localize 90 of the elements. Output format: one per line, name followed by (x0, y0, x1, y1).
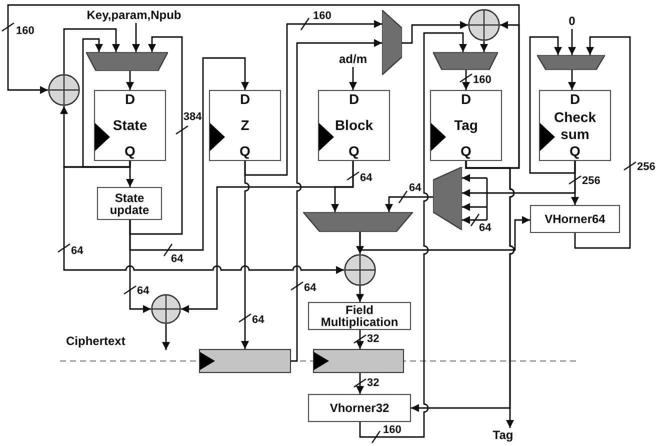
signal-arrow (574, 36, 631, 249)
signal-arrow (385, 196, 433, 212)
signal-arrow (359, 32, 467, 438)
register-name: Block (334, 117, 374, 134)
signal-arrow (63, 161, 344, 274)
signal-arrow (462, 70, 470, 90)
box-label: State update (108, 192, 150, 216)
pin-label: D (240, 91, 250, 108)
signal-arrow (129, 36, 183, 235)
pin-label: Q (240, 143, 250, 160)
process-box (308, 394, 411, 422)
multiplexer (382, 10, 402, 75)
bus-width-label: 64 (71, 246, 84, 257)
xor-circle (151, 294, 181, 324)
signal-arrow (63, 28, 120, 74)
pin-label: D (460, 91, 472, 108)
signal-label: Tag (490, 428, 516, 443)
signal-arrow (129, 220, 151, 313)
bus-width-label: 32 (367, 378, 380, 389)
signal-arrow (331, 161, 354, 212)
signal-arrow (356, 330, 364, 349)
signal-label: Key,param,Npub (86, 8, 182, 23)
multiplexer (303, 212, 413, 232)
register-box (94, 90, 166, 161)
signal-arrow (480, 41, 488, 52)
process-box (308, 302, 411, 330)
signal-arrow (132, 23, 140, 52)
signal-arrow (529, 36, 576, 174)
signal-arrow (356, 286, 364, 302)
bus-width-label: 160 (473, 75, 492, 86)
signal-arrow (411, 161, 514, 412)
xor-circle (344, 254, 376, 286)
signal-arrow (162, 324, 170, 350)
bus-width-label: 160 (383, 425, 402, 436)
output-label: Ciphertext (66, 334, 126, 348)
pin-label: Q (348, 143, 360, 160)
bus-width-label: 64 (304, 283, 316, 294)
signal-arrow (241, 161, 250, 349)
bus-width-label: 64 (171, 254, 184, 265)
bus-width-label: 384 (183, 112, 202, 123)
process-box (530, 205, 620, 233)
signal-arrow (568, 29, 576, 55)
signal-arrow (129, 57, 249, 251)
signal-label: 0 (566, 14, 578, 29)
bus-width-label: 160 (313, 11, 332, 22)
register-name: Tag (454, 117, 478, 134)
pipeline-register-bar (313, 349, 404, 373)
box-label: Field Multiplication (320, 304, 400, 328)
pin-label: Q (460, 143, 472, 160)
process-box (97, 187, 162, 220)
signal-arrow (359, 216, 530, 251)
xor-circle (48, 74, 80, 106)
register-box (430, 90, 502, 161)
box-label: Vhorner32 (330, 402, 390, 414)
signal-arrow (244, 20, 382, 176)
bus-width-label: 64 (252, 315, 264, 326)
bus-width-label: 32 (367, 334, 380, 345)
bus-width-label: 64 (137, 286, 150, 297)
bus-width-label: 64 (479, 223, 492, 234)
bus-width-label: 160 (16, 26, 34, 37)
signal-arrow (349, 67, 357, 90)
multiplexer (433, 52, 498, 70)
signal-arrow (126, 71, 134, 90)
register-name: Check sum (552, 108, 598, 142)
pin-label: D (124, 91, 136, 108)
signal-arrow (291, 39, 382, 362)
signal-label: ad/m (336, 52, 370, 67)
multiplexer (537, 55, 605, 70)
bus-width-label: 256 (637, 162, 656, 173)
register-name: Z (240, 117, 250, 134)
signal-arrow (462, 161, 576, 197)
register-box (209, 90, 281, 161)
bus-width-label: 256 (582, 176, 600, 187)
pipeline-register-bar (199, 349, 291, 373)
multiplexer (433, 167, 462, 230)
register-box (318, 90, 390, 161)
multiplexer (86, 52, 168, 71)
pin-label: D (570, 91, 580, 108)
pin-label: Q (570, 143, 580, 160)
signal-arrow (356, 373, 364, 394)
signal-arrow (568, 70, 576, 90)
register-box (539, 90, 611, 161)
bus-width-label: 64 (360, 173, 372, 184)
bus-width-label: 64 (409, 183, 422, 194)
box-label: VHorner64 (544, 213, 606, 225)
xor-circle (468, 9, 500, 41)
register-name: State (112, 117, 148, 134)
pin-label: D (348, 91, 360, 108)
signal-arrow (402, 21, 468, 44)
pin-label: Q (124, 143, 136, 160)
